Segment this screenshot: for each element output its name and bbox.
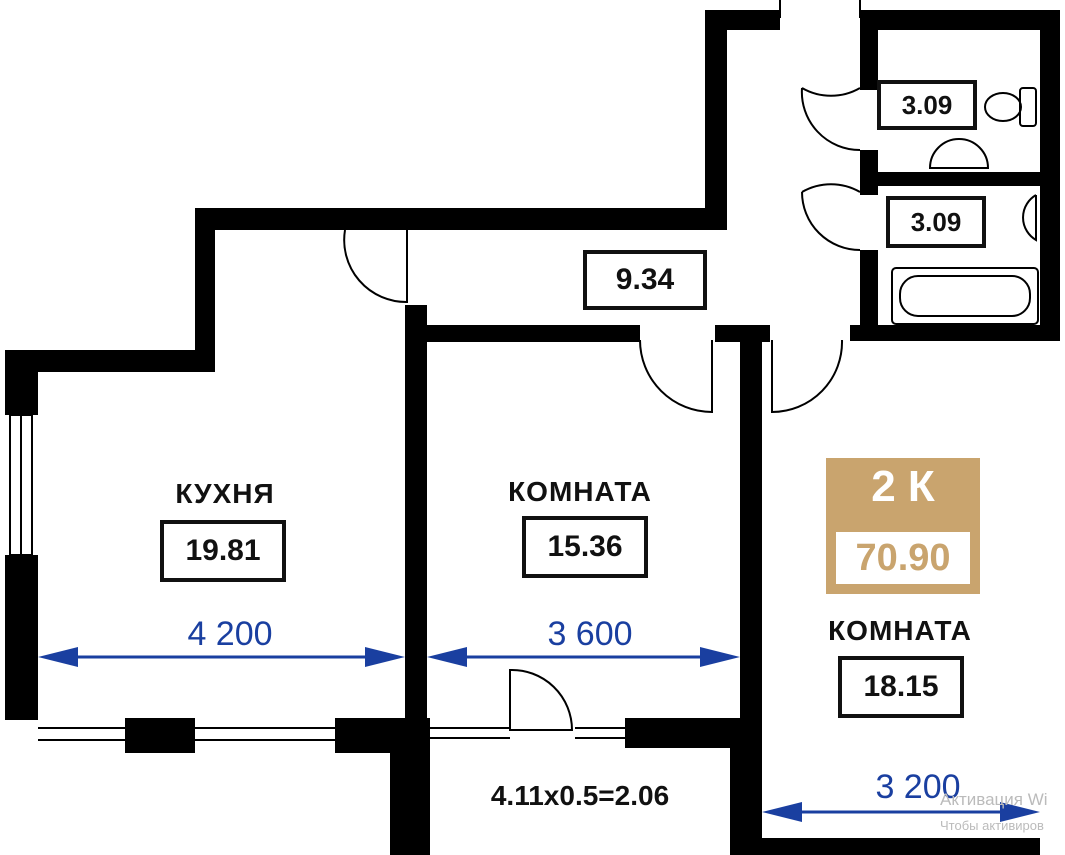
room2-area: 18.15 (838, 656, 964, 718)
bathroom-area: 3.09 (886, 196, 986, 248)
bathtub-icon (891, 267, 1039, 325)
walls (5, 10, 1060, 855)
wc-sink-icon (928, 138, 990, 169)
total-area: 70.90 (836, 532, 970, 584)
balcony-area: 4.11x0.5=2.06 (490, 780, 670, 811)
toilet-tank-icon (1019, 87, 1037, 127)
activation-watermark-subtitle: Чтобы активиров (940, 818, 1044, 833)
room1-area: 15.36 (522, 516, 648, 578)
fixtures (891, 87, 1039, 325)
kitchen-label: КУХНЯ (175, 478, 275, 509)
dimension-lines (38, 647, 1040, 822)
kitchen-width-dimension: 4 200 (187, 615, 273, 653)
activation-watermark-title: Активация Wi (940, 790, 1048, 809)
door-swings (343, 0, 861, 731)
apartment-badge: 2 К 70.90 (826, 458, 980, 594)
windows (9, 414, 625, 741)
room2-label: КОМНАТА (828, 615, 972, 646)
hall-area: 9.34 (583, 250, 707, 310)
wc-area: 3.09 (877, 80, 977, 130)
room2-width-dimension: 3 200 (875, 768, 961, 806)
kitchen-area: 19.81 (160, 520, 286, 582)
apartment-type: 2 К (871, 462, 935, 511)
room1-width-dimension: 3 600 (547, 615, 633, 653)
room1-label: КОМНАТА (508, 476, 652, 507)
toilet-icon (984, 92, 1022, 122)
sink-icon (1022, 194, 1037, 242)
